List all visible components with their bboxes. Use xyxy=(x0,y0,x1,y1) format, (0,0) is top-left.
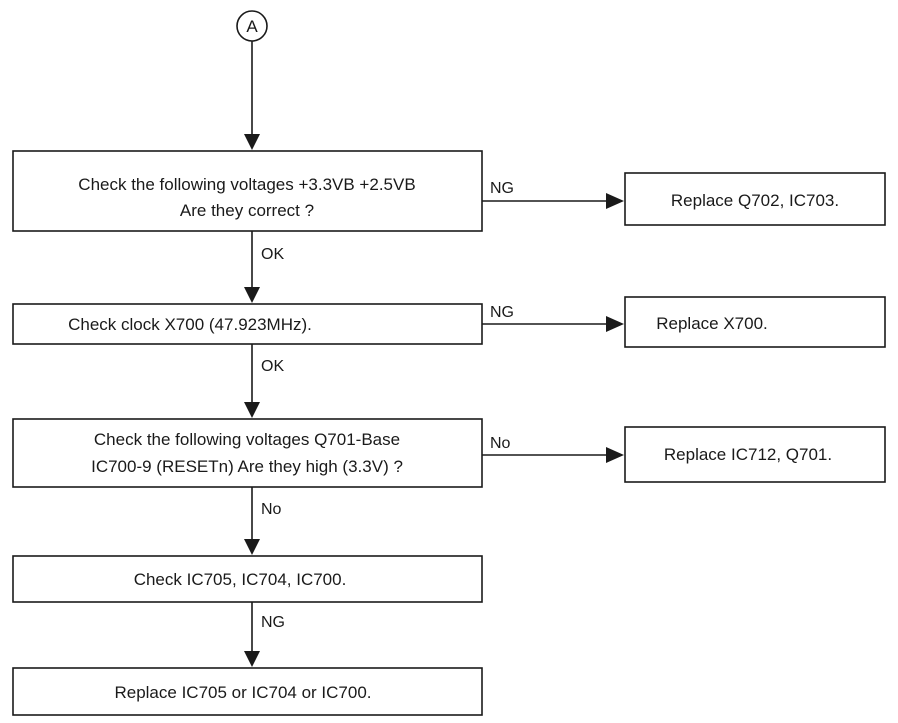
step-2-down-label: OK xyxy=(261,358,284,375)
step-4-text: Check IC705, IC704, IC700. xyxy=(134,570,347,589)
step-2-text: Check clock X700 (47.923MHz). xyxy=(68,315,312,334)
step-3-box xyxy=(12,418,483,488)
step-1-text-line2: Are they correct ? xyxy=(180,201,314,220)
step-4-box xyxy=(12,555,483,603)
step-3-branch-arrowhead xyxy=(606,447,624,463)
step-5-box xyxy=(12,667,483,716)
step-1-branch-arrowhead xyxy=(606,193,624,209)
outcome-1-text: Replace Q702, IC703. xyxy=(671,191,839,210)
outcome-2-text: Replace X700. xyxy=(656,314,768,333)
outcome-1-box xyxy=(624,172,886,226)
step-2-branch-arrowhead xyxy=(606,316,624,332)
step-1-text-line1: Check the following voltages +3.3VB +2.5… xyxy=(78,175,415,194)
flow-arrowhead-4-5 xyxy=(244,651,260,667)
step-3-text-line1: Check the following voltages Q701-Base xyxy=(94,430,400,449)
outcome-3-text: Replace IC712, Q701. xyxy=(664,445,832,464)
connector-a-label: A xyxy=(246,17,258,36)
flow-arrowhead-1-2 xyxy=(244,287,260,303)
flow-arrowhead-start xyxy=(244,134,260,150)
step-3-text-line2: IC700-9 (RESETn) Are they high (3.3V) ? xyxy=(91,457,403,476)
step-4-down-label: NG xyxy=(261,614,285,631)
outcome-3-box xyxy=(624,426,886,483)
step-2-branch-label: NG xyxy=(490,304,514,321)
outcome-2-box xyxy=(624,296,886,348)
step-5-text: Replace IC705 or IC704 or IC700. xyxy=(114,683,371,702)
step-1-branch-label: NG xyxy=(490,180,514,197)
flow-arrowhead-3-4 xyxy=(244,539,260,555)
step-1-box xyxy=(12,150,483,232)
step-3-down-label: No xyxy=(261,501,282,518)
step-1-down-label: OK xyxy=(261,246,284,263)
step-3-branch-label: No xyxy=(490,435,511,452)
flow-arrowhead-2-3 xyxy=(244,402,260,418)
